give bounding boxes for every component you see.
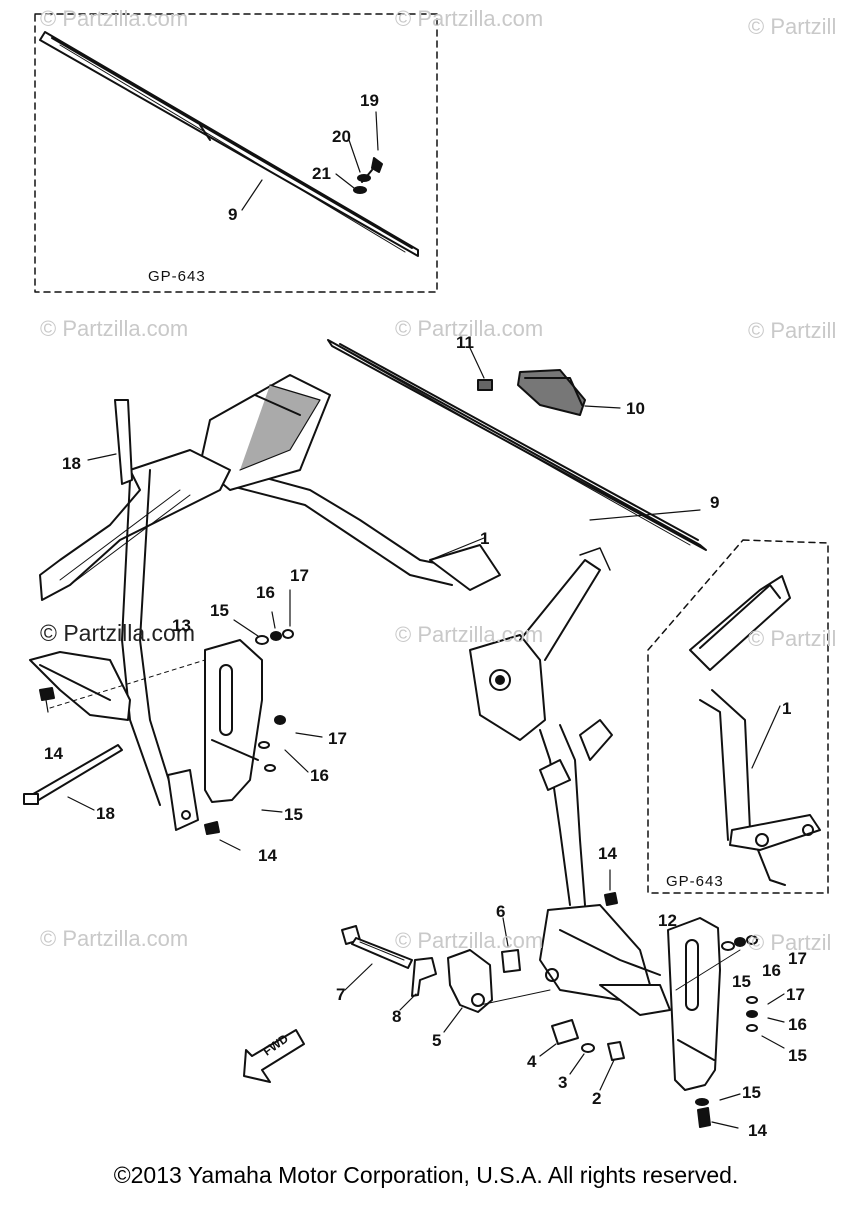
part-label: 11 bbox=[456, 333, 474, 352]
part-label: 16 bbox=[788, 1015, 807, 1034]
watermark: © Partzilla.com bbox=[40, 620, 195, 646]
part-label: 15 bbox=[210, 601, 229, 620]
part-label: 12 bbox=[658, 911, 677, 930]
part-label: 3 bbox=[558, 1073, 568, 1092]
watermark: © Partzill bbox=[748, 626, 837, 651]
part-label: 15 bbox=[788, 1046, 807, 1065]
clamp-5 bbox=[447, 949, 493, 1013]
part-label: 19 bbox=[360, 91, 379, 110]
part-label: 15 bbox=[732, 972, 751, 991]
part-label: 1 bbox=[480, 529, 490, 548]
part-label: 16 bbox=[310, 766, 329, 785]
part-label: 2 bbox=[592, 1089, 602, 1108]
part-label: 13 bbox=[172, 616, 191, 635]
copyright-footer: ©2013 Yamaha Motor Corporation, U.S.A. A… bbox=[113, 1162, 739, 1188]
part-label: 14 bbox=[44, 744, 63, 763]
main-frame bbox=[29, 339, 707, 1016]
part-label: 14 bbox=[748, 1121, 767, 1140]
watermark: © Partzil bbox=[748, 930, 832, 955]
step-plate-right bbox=[667, 917, 721, 1091]
rod-18-lower bbox=[23, 744, 123, 811]
part-label: 15 bbox=[742, 1083, 761, 1102]
part-label: 1 bbox=[782, 699, 792, 718]
watermark: © Partzilla.com bbox=[395, 928, 544, 953]
part-label: 18 bbox=[62, 454, 81, 473]
part-label: 16 bbox=[762, 961, 781, 980]
part-label: 14 bbox=[258, 846, 277, 865]
watermark: © Partzilla.com bbox=[395, 316, 544, 341]
part-label: 8 bbox=[392, 1007, 402, 1026]
watermark: © Partzilla.com bbox=[395, 6, 544, 31]
watermark: © Partzilla.com bbox=[395, 622, 544, 647]
step-plate-left bbox=[204, 639, 263, 803]
part-label: 21 bbox=[312, 164, 331, 183]
part-label: 10 bbox=[626, 399, 645, 418]
part-label: 17 bbox=[290, 566, 309, 585]
watermark: © Partzilla.com bbox=[40, 926, 189, 951]
inset-ref-label: GP-643 bbox=[666, 873, 724, 890]
part-label: 17 bbox=[328, 729, 347, 748]
bolt-7 bbox=[341, 925, 413, 991]
part-label: 18 bbox=[96, 804, 115, 823]
watermark: © Partzilla.com bbox=[40, 6, 189, 31]
pin-6 bbox=[501, 949, 521, 973]
watermark: © Partzill bbox=[748, 14, 837, 39]
inset-box-top bbox=[34, 13, 438, 293]
part-label: 9 bbox=[710, 493, 720, 512]
part-label: 14 bbox=[598, 844, 617, 863]
part-label: 17 bbox=[786, 985, 805, 1004]
fwd-arrow bbox=[243, 1029, 305, 1083]
inset-box-right bbox=[647, 539, 829, 894]
part-label: 15 bbox=[284, 805, 303, 824]
part-label: 20 bbox=[332, 127, 351, 146]
clip-8 bbox=[411, 957, 437, 997]
part-label: 7 bbox=[336, 985, 346, 1004]
part-label: 6 bbox=[496, 902, 506, 921]
part-label: 16 bbox=[256, 583, 275, 602]
inset-bracket-1 bbox=[689, 575, 821, 886]
inset-screw-19 bbox=[371, 157, 383, 173]
part-label: 5 bbox=[432, 1031, 442, 1050]
plate-4 bbox=[551, 1019, 579, 1045]
bolt-14 bbox=[39, 687, 55, 701]
watermark: © Partzilla.com bbox=[40, 316, 189, 341]
inset-ref-label: GP-643 bbox=[148, 268, 206, 285]
part-label: 17 bbox=[788, 949, 807, 968]
part-label: 9 bbox=[228, 205, 238, 224]
rod-18-upper bbox=[87, 399, 133, 485]
inset-bar-9 bbox=[39, 31, 419, 257]
part-label: 4 bbox=[527, 1052, 537, 1071]
watermark: © Partzill bbox=[748, 318, 837, 343]
